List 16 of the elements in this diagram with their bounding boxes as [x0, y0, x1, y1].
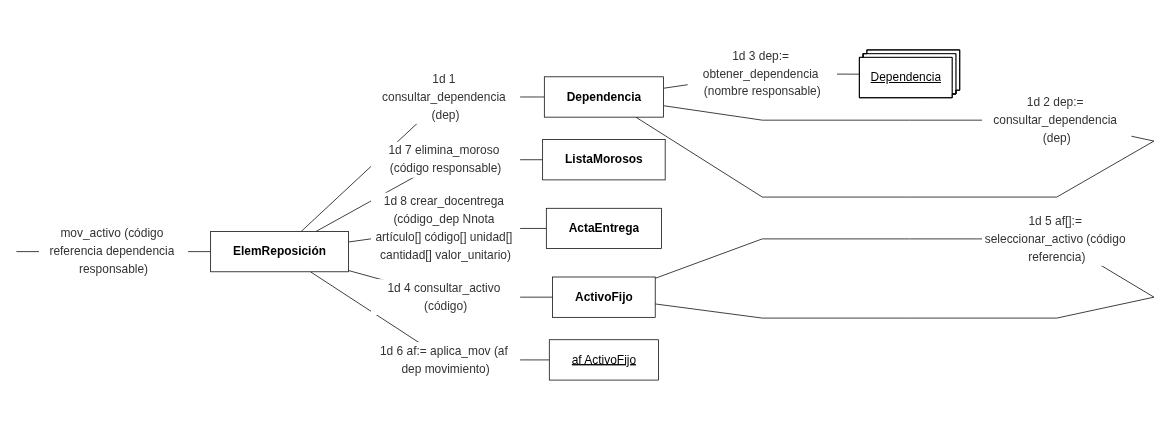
node-box: af ActivoFijo: [548, 339, 659, 381]
connector: [310, 271, 550, 361]
edge-label: 1d 7 elimina_moroso (código responsable): [388, 144, 502, 175]
edge-label: 1d 4 consultar_activo (código): [387, 281, 501, 313]
edge-label: 1d 1 consultar_dependencia (dep): [382, 72, 506, 121]
node-box: ActivoFijo: [552, 276, 656, 318]
edge-label: 1d 3 dep:= obtener_dependencia (nombre responsable): [702, 49, 821, 98]
node-box: ListaMorosos: [542, 139, 666, 181]
node-box: Dependencia: [543, 76, 664, 118]
edge-label: 1d 8 crear_docentrega (código_dep Nnota artículo[] código[] unidad[] cantidad[] valor_unitario): [375, 194, 513, 262]
edge-label: 1d 5 af[]:= seleccionar_activo (código referencia): [984, 214, 1126, 263]
node-box: ElemReposición: [210, 231, 349, 273]
edge-label: mov_activo (código referencia dependencia responsable): [49, 226, 175, 276]
edge-label: 1d 6 af:= aplica_mov (af dep movimiento): [379, 344, 508, 375]
edge-label: 1d 2 dep:= consultar_dependencia (dep): [993, 95, 1117, 145]
node-box: ActaEntrega: [545, 207, 662, 249]
